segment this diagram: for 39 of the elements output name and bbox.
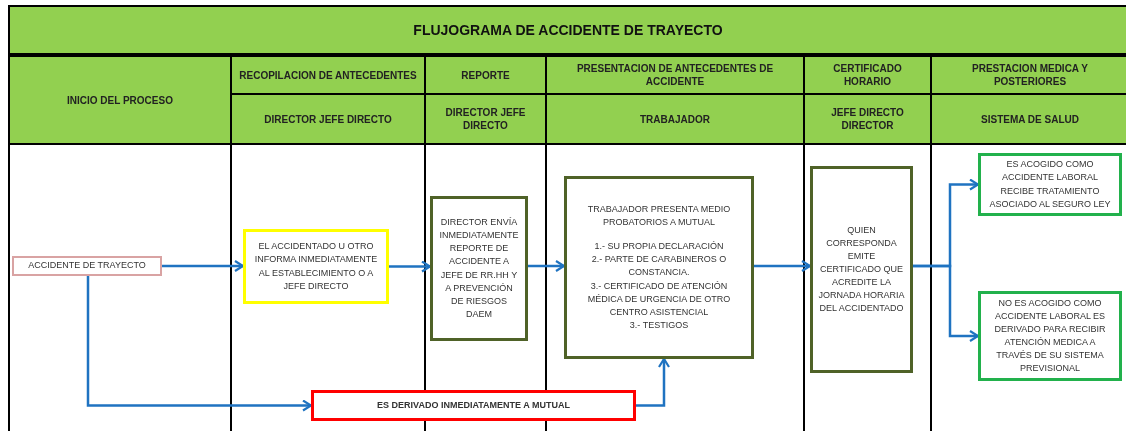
box-text: 3.- CERTIFICADO DE ATENCIÓN MÉDICA DE URGENCIA DE OTRO CENTRO ASISTENCIAL: [586, 279, 732, 319]
box-text: 3.- TESTIGOS: [629, 318, 689, 332]
arrow: [754, 259, 812, 273]
process-box: [564, 176, 754, 359]
process-box: [311, 390, 636, 421]
role-header: DIRECTOR JEFE DIRECTO: [230, 93, 426, 145]
role-header: TRABAJADOR: [545, 93, 805, 145]
column-header: REPORTE: [424, 55, 547, 95]
column-header: RECOPILACION DE ANTECEDENTES: [230, 55, 426, 95]
column-header: INICIO DEL PROCESO: [8, 55, 232, 145]
process-box: [430, 196, 528, 341]
box-text: EL ACCIDENTADO U OTRO INFORMA INMEDIATAMENTE AL ESTABLECIMIENTO O A JEFE DIRECTO: [253, 240, 379, 293]
process-box: [12, 256, 162, 276]
role-header: DIRECTOR JEFE DIRECTO: [424, 93, 547, 145]
box-text: QUIEN CORRESPONDA EMITE CERTIFICADO QUE ACREDITE LA JORNADA HORARIA DEL ACCIDENTADO: [818, 223, 905, 316]
box-text: NO ES ACOGIDO COMO ACCIDENTE LABORAL ES DERIVADO PARA RECIBIR ATENCIÓN MEDICA A TRAVÉS DE SU SISTEMA PREVISIONAL: [993, 296, 1107, 376]
box-text: TRABAJADOR PRESENTA MEDIO PROBATORIOS A MUTUAL: [586, 203, 732, 230]
column-header: PRESENTACION DE ANTECEDENTES DE ACCIDENTE: [545, 55, 805, 95]
process-box: [243, 229, 389, 304]
box-text: ACCIDENTE DE TRAYECTO: [28, 259, 146, 273]
arrow: [636, 357, 671, 407]
process-box: [978, 291, 1122, 381]
column-header: PRESTACION MEDICA Y POSTERIORES: [930, 55, 1126, 95]
arrow: [162, 259, 245, 273]
process-box: [810, 166, 913, 373]
box-text: DIRECTOR ENVÍA INMEDIATAMENTE REPORTE DE ACCIDENTE A JEFE DE RR.HH Y A PREVENCIÓN DE RIESGOS DAEM: [438, 216, 520, 321]
arrow: [528, 259, 566, 273]
box-text: ES ACOGIDO COMO ACCIDENTE LABORAL RECIBE TRATAMIENTO ASOCIADO AL SEGURO LEY: [988, 158, 1112, 211]
role-header: JEFE DIRECTO DIRECTOR: [803, 93, 932, 145]
arrow: [913, 264, 980, 343]
process-box: [978, 153, 1122, 216]
arrow: [389, 260, 432, 273]
box-text: ES DERIVADO INMEDIATAMENTE A MUTUAL: [377, 398, 570, 412]
role-header: SISTEMA DE SALUD: [930, 93, 1126, 145]
column-header: CERTIFICADO HORARIO: [803, 55, 932, 95]
arrow: [86, 276, 313, 412]
diagram-title: FLUJOGRAMA DE ACCIDENTE DE TRAYECTO: [8, 5, 1126, 55]
box-text: 2.- PARTE DE CARABINEROS O CONSTANCIA.: [590, 253, 728, 280]
box-text: 1.- SU PROPIA DECLARACIÓN: [594, 240, 724, 254]
